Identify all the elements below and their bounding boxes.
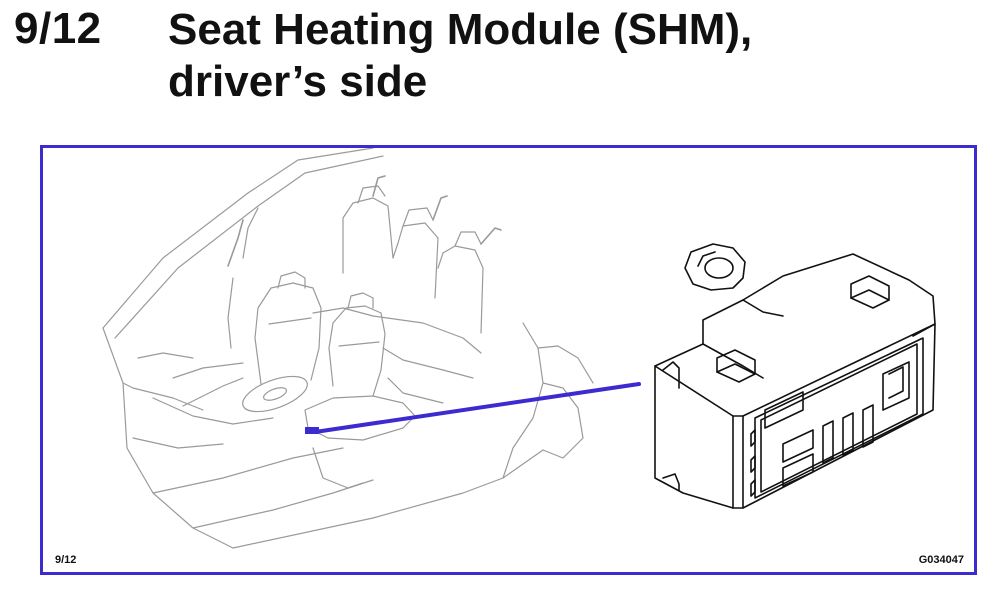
page-title-line-1: Seat Heating Module (SHM), (168, 5, 753, 54)
figure-drawing (102, 148, 936, 549)
figure-frame: 9/12 G034047 (40, 145, 977, 575)
page-heading: 9/12 Seat Heating Module (SHM), driver’s… (0, 0, 993, 120)
seat-heating-module-icon (654, 243, 936, 509)
page-code: 9/12 (55, 554, 77, 566)
page-title-line-2: driver’s side (168, 57, 428, 106)
image-code: G034047 (918, 554, 964, 566)
page-title: Seat Heating Module (SHM), driver’s side (168, 4, 948, 108)
car-cutaway-icon (102, 148, 594, 549)
pointer-line (305, 382, 641, 434)
section-number: 9/12 (14, 4, 102, 53)
